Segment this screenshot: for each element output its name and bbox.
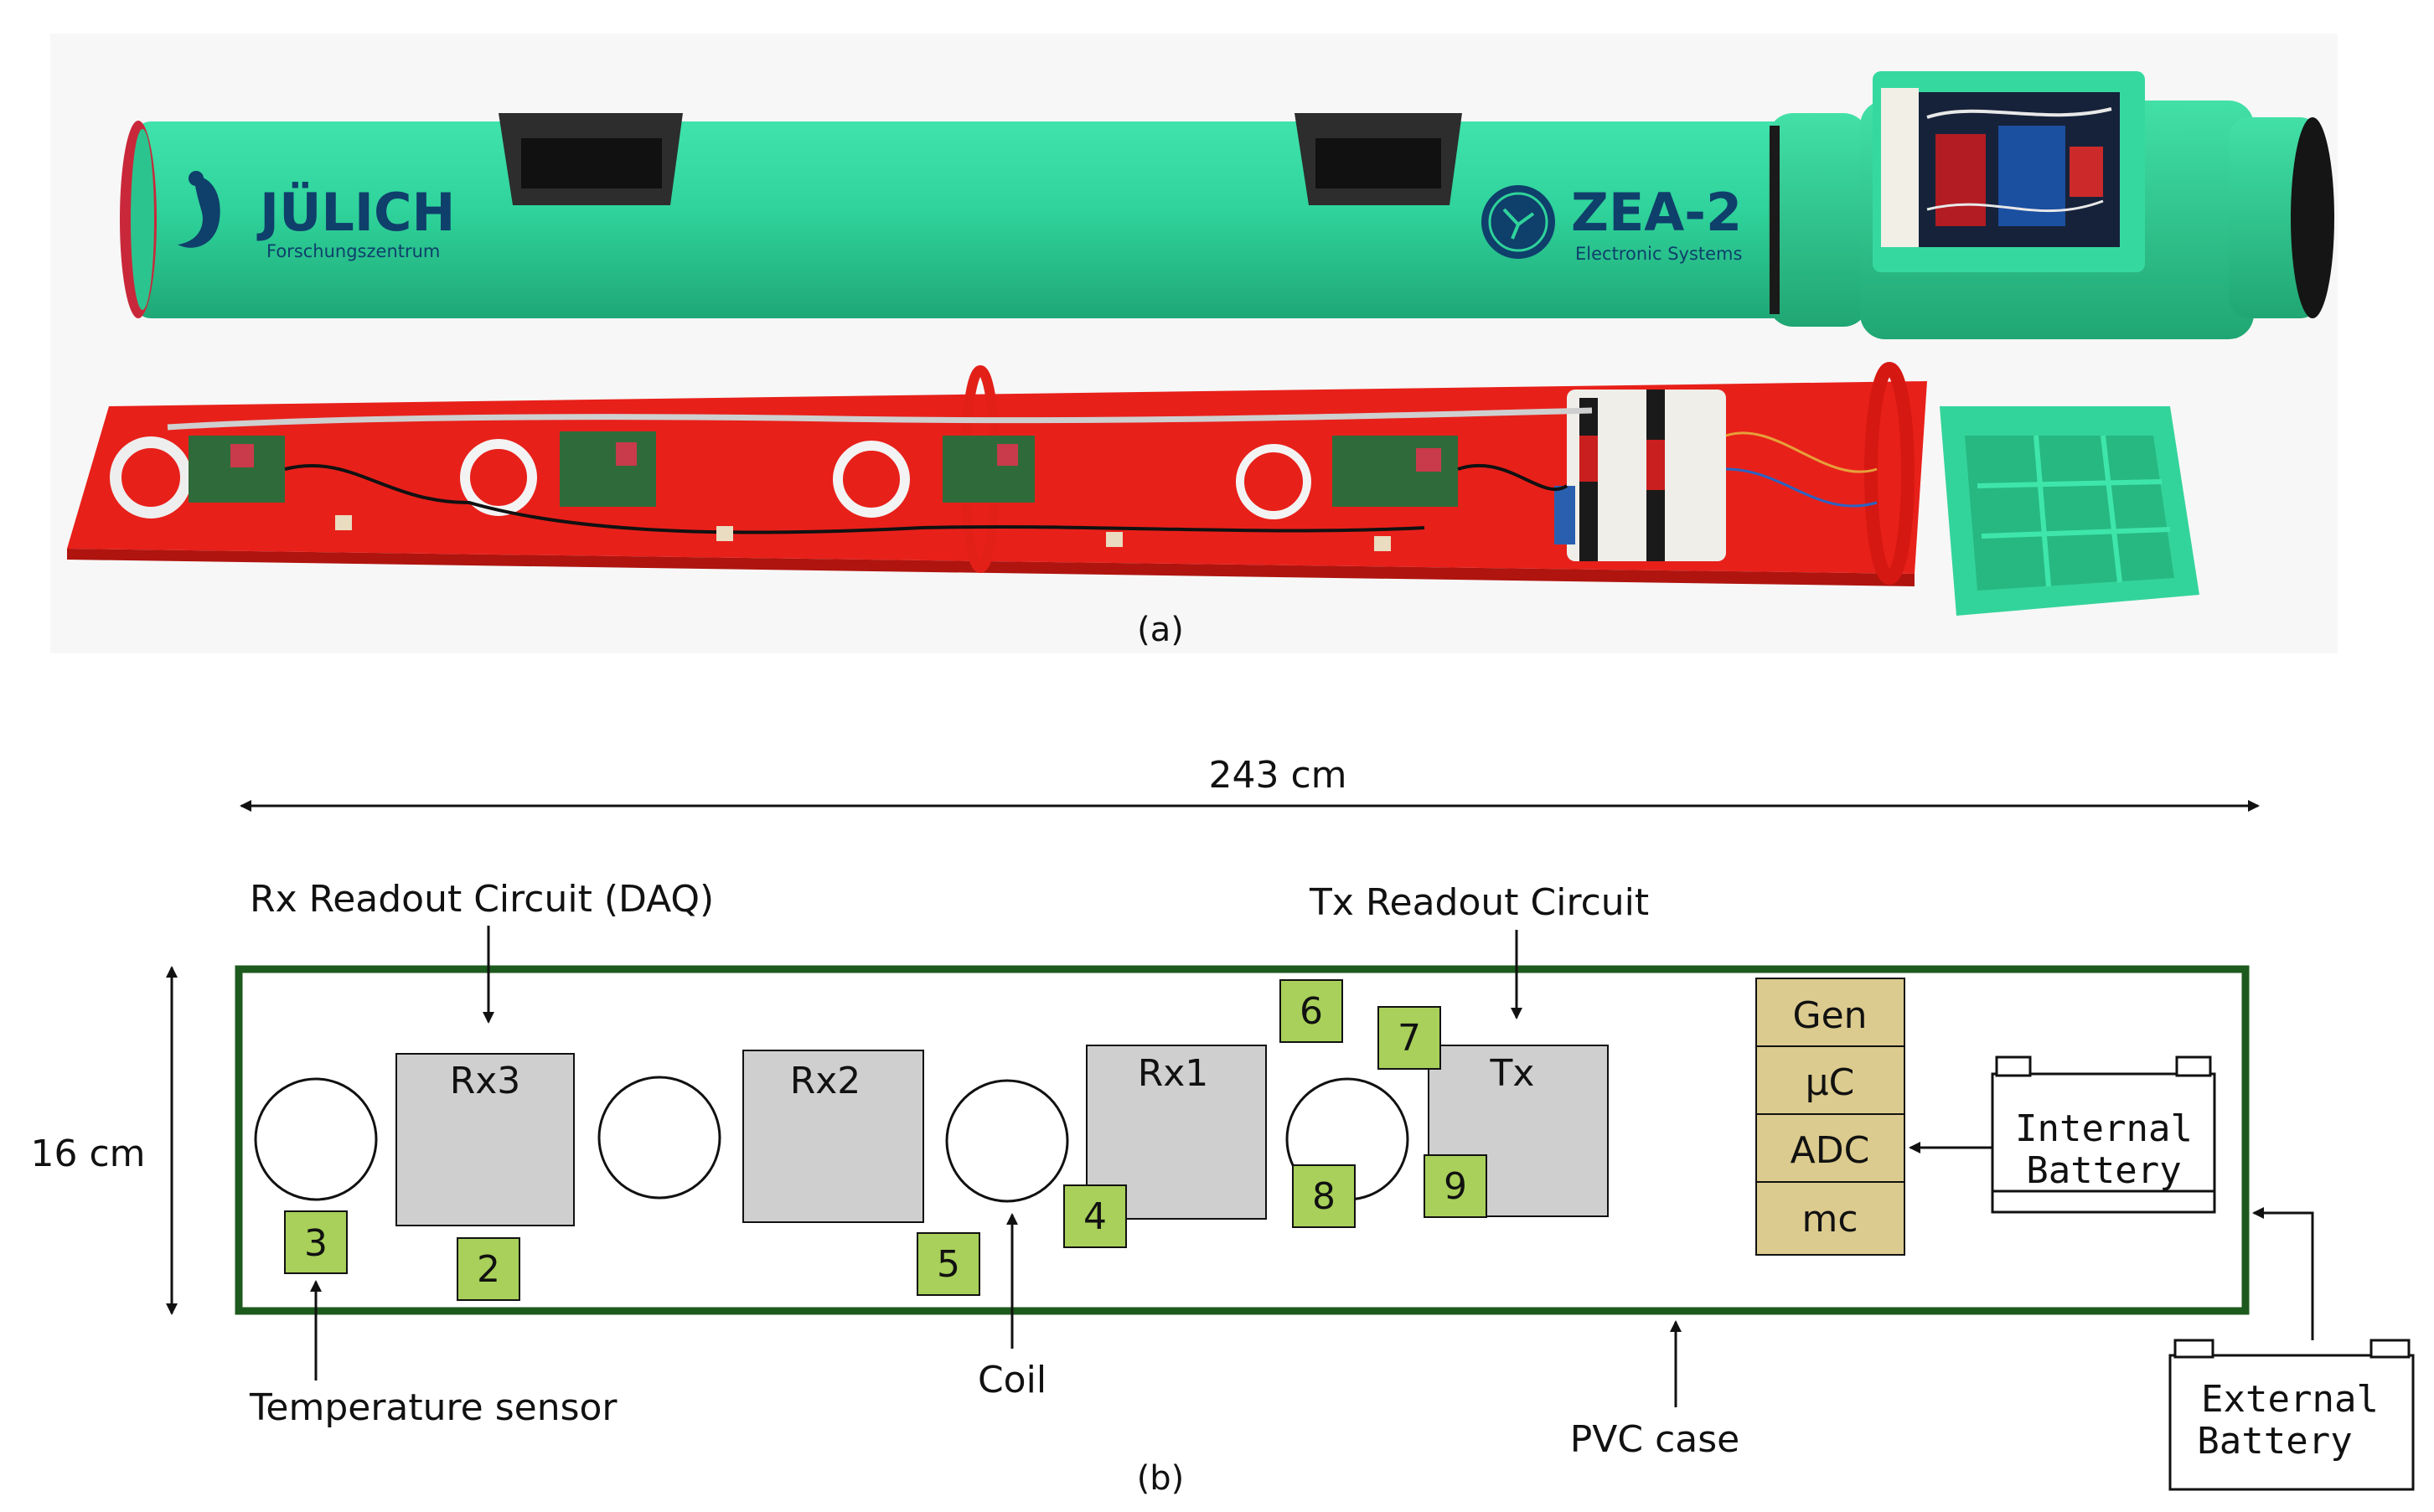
svg-text:9: 9 bbox=[1444, 1165, 1467, 1208]
control-stack: Gen µC ADC mc bbox=[1755, 978, 1905, 1256]
stack-gen: Gen bbox=[1792, 994, 1867, 1037]
internal-battery-line1: Internal bbox=[2015, 1107, 2193, 1150]
external-battery-line1: External bbox=[2201, 1378, 2379, 1421]
tube-handle-left bbox=[499, 113, 683, 205]
tube-handle-right bbox=[1295, 113, 1462, 205]
svg-text:JÜLICH: JÜLICH bbox=[256, 182, 455, 243]
juelich-logo: JÜLICH Forschungszentrum bbox=[178, 171, 455, 261]
red-tray bbox=[67, 362, 1927, 586]
svg-text:4: 4 bbox=[1083, 1195, 1107, 1238]
length-label: 243 cm bbox=[1208, 754, 1346, 797]
module-tx-label: Tx bbox=[1490, 1052, 1535, 1095]
module-rx2-label: Rx2 bbox=[790, 1060, 861, 1102]
module-rx2: Rx2 bbox=[742, 1050, 924, 1223]
marker-3: 3 bbox=[284, 1210, 348, 1274]
external-battery: External Battery bbox=[2168, 1339, 2415, 1491]
stack-uc: µC bbox=[1806, 1061, 1855, 1104]
coil-label: Coil bbox=[978, 1359, 1046, 1401]
stack-mc: mc bbox=[1801, 1198, 1858, 1241]
external-battery-arrow bbox=[2252, 1207, 2314, 1340]
svg-text:3: 3 bbox=[304, 1222, 328, 1265]
height-label: 16 cm bbox=[30, 1133, 145, 1175]
marker-2: 2 bbox=[457, 1237, 520, 1301]
green-tube: JÜLICH Forschungszentrum ZEA-2 Electroni… bbox=[120, 71, 2334, 339]
marker-6: 6 bbox=[1279, 979, 1343, 1043]
svg-text:7: 7 bbox=[1398, 1017, 1421, 1060]
internal-battery: Internal Battery bbox=[1991, 1055, 2216, 1214]
marker-7: 7 bbox=[1377, 1006, 1441, 1070]
stack-adc: ADC bbox=[1791, 1129, 1870, 1172]
internal-battery-line2: Battery bbox=[2026, 1149, 2181, 1192]
svg-text:8: 8 bbox=[1312, 1175, 1336, 1218]
external-battery-line2: Battery bbox=[2197, 1420, 2352, 1463]
rx-readout-label: Rx Readout Circuit (DAQ) bbox=[250, 878, 714, 921]
panel-b-schematic: 243 cm 16 cm Rx3 Rx2 Rx1 Tx bbox=[30, 754, 2415, 1498]
pvc-case-outline bbox=[235, 965, 2250, 1315]
zea2-logo: ZEA-2 Electronic Systems bbox=[1481, 182, 1742, 264]
marker-9: 9 bbox=[1424, 1154, 1487, 1218]
panel-a-photo: JÜLICH Forschungszentrum ZEA-2 Electroni… bbox=[50, 34, 2338, 653]
temperature-sensor-label: Temperature sensor bbox=[249, 1386, 618, 1429]
svg-text:Forschungszentrum: Forschungszentrum bbox=[266, 241, 440, 261]
tx-readout-label: Tx Readout Circuit bbox=[1309, 881, 1649, 924]
box-lid bbox=[1940, 406, 2199, 616]
svg-text:Electronic Systems: Electronic Systems bbox=[1575, 244, 1742, 264]
marker-5: 5 bbox=[917, 1232, 980, 1296]
pvc-case-label: PVC case bbox=[1570, 1418, 1740, 1461]
coil-2 bbox=[597, 1076, 721, 1200]
svg-text:ZEA-2: ZEA-2 bbox=[1571, 182, 1742, 243]
caption-b: (b) bbox=[1137, 1459, 1185, 1498]
module-rx3: Rx3 bbox=[395, 1053, 575, 1226]
coil-3 bbox=[945, 1079, 1069, 1203]
module-rx1-label: Rx1 bbox=[1138, 1052, 1209, 1095]
svg-text:6: 6 bbox=[1300, 990, 1323, 1033]
svg-text:2: 2 bbox=[477, 1248, 500, 1291]
module-rx3-label: Rx3 bbox=[450, 1060, 521, 1102]
marker-4: 4 bbox=[1063, 1184, 1127, 1248]
marker-8: 8 bbox=[1292, 1164, 1356, 1228]
caption-a: (a) bbox=[1137, 611, 1184, 649]
svg-text:5: 5 bbox=[937, 1243, 960, 1286]
coil-1 bbox=[254, 1077, 378, 1201]
